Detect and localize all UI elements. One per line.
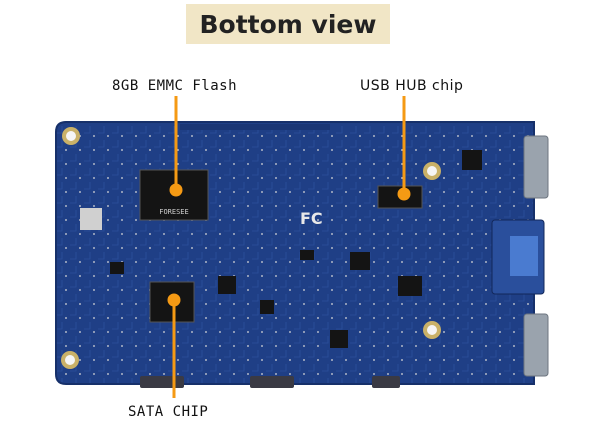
bottom-connector-mid: [250, 376, 294, 388]
mounting-holes: [61, 127, 441, 369]
usb-port-bottom: [523, 313, 549, 377]
gpio-header: [180, 124, 330, 130]
ethernet-jack: [510, 236, 538, 276]
bottom-connector-right: [372, 376, 400, 388]
pointer-lines: [167, 96, 411, 398]
usb-port-top: [523, 135, 549, 199]
label-usb-hub-chip: USB HUB chip: [360, 78, 464, 94]
label-emmc-flash: 8GB EMMC Flash: [112, 78, 238, 94]
page-title: Bottom view: [199, 9, 377, 39]
bottom-connector-left: [140, 376, 184, 388]
label-sata-chip: SATA CHIP: [128, 404, 209, 420]
misc-components: [80, 150, 482, 348]
fc-mark: FC: [300, 209, 323, 228]
title-banner: Bottom view: [186, 4, 390, 44]
emmc-brand-text: FORESEE: [159, 208, 189, 216]
